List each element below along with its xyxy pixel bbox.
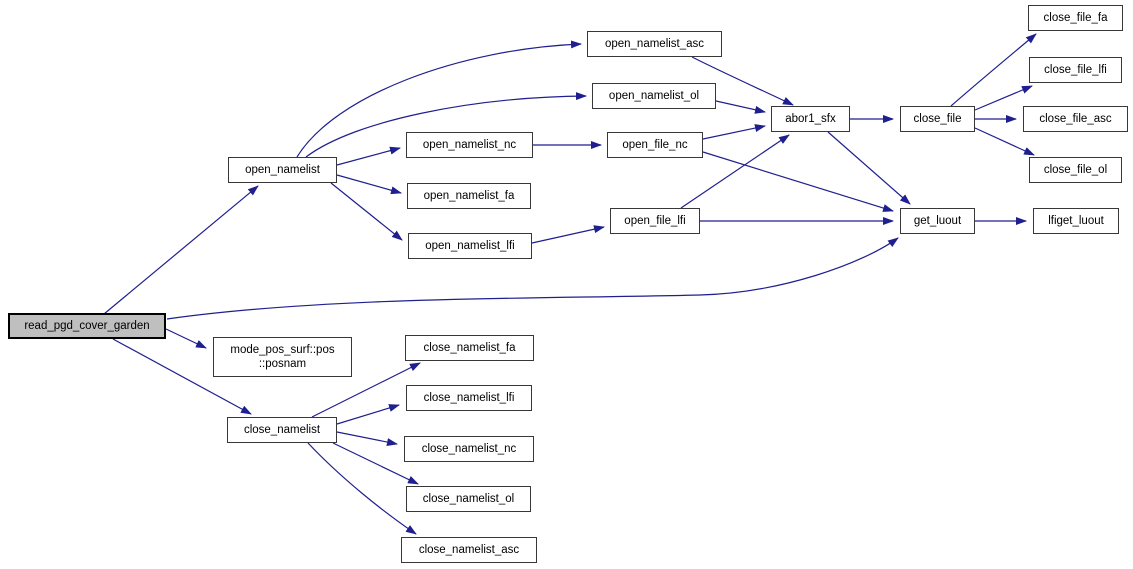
node-close_file_asc[interactable]: close_file_asc [1023, 106, 1128, 132]
node-read_pgd_cover_garden: read_pgd_cover_garden [8, 313, 166, 339]
node-close_namelist_asc[interactable]: close_namelist_asc [401, 537, 537, 563]
edge-open_namelist-to-open_namelist_lfi [330, 182, 403, 241]
node-close_file_lfi[interactable]: close_file_lfi [1029, 57, 1122, 83]
edge-close_file-to-close_file_ol [974, 127, 1035, 156]
node-close_namelist_lfi[interactable]: close_namelist_lfi [406, 385, 532, 411]
edge-open_namelist-to-open_namelist_nc [336, 146, 401, 166]
node-posnam[interactable]: mode_pos_surf::pos ::posnam [213, 337, 352, 377]
edge-close_namelist-to-close_namelist_nc [336, 431, 398, 446]
edge-close_namelist-to-close_namelist_asc [307, 442, 417, 535]
node-close_file_ol[interactable]: close_file_ol [1029, 157, 1122, 183]
node-close_namelist_fa[interactable]: close_namelist_fa [405, 335, 534, 361]
node-open_namelist_lfi[interactable]: open_namelist_lfi [408, 233, 532, 259]
edge-close_file-to-close_file_fa [950, 33, 1037, 107]
edge-read_pgd_cover_garden-to-posnam [165, 328, 207, 349]
node-close_namelist_ol[interactable]: close_namelist_ol [406, 486, 531, 512]
node-close_namelist_nc[interactable]: close_namelist_nc [404, 436, 534, 462]
node-open_file_nc[interactable]: open_file_nc [607, 132, 703, 158]
node-open_file_lfi[interactable]: open_file_lfi [610, 208, 700, 234]
node-open_namelist_nc[interactable]: open_namelist_nc [406, 132, 533, 158]
node-open_namelist[interactable]: open_namelist [228, 157, 337, 183]
node-open_namelist_asc[interactable]: open_namelist_asc [587, 31, 722, 57]
edge-close_namelist-to-close_namelist_lfi [336, 404, 400, 425]
edge-abor1_sfx-to-get_luout [827, 131, 911, 205]
node-close_file_fa[interactable]: close_file_fa [1028, 5, 1123, 31]
node-close_namelist[interactable]: close_namelist [227, 417, 337, 443]
edge-open_file_nc-to-abor1_sfx [702, 124, 766, 140]
node-open_namelist_ol[interactable]: open_namelist_ol [592, 83, 716, 109]
node-open_namelist_fa[interactable]: open_namelist_fa [407, 183, 531, 209]
edge-open_file_nc-to-get_luout [702, 151, 894, 212]
edge-open_namelist-to-open_namelist_fa [336, 174, 402, 195]
node-close_file[interactable]: close_file [900, 106, 975, 132]
edge-open_namelist_ol-to-abor1_sfx [715, 100, 766, 114]
node-abor1_sfx[interactable]: abor1_sfx [771, 106, 850, 132]
edge-open_namelist_lfi-to-open_file_lfi [531, 225, 605, 244]
node-lfiget_luout[interactable]: lfiget_luout [1033, 208, 1119, 234]
edge-read_pgd_cover_garden-to-get_luout [166, 237, 899, 320]
edges-group [103, 33, 1037, 535]
node-get_luout[interactable]: get_luout [900, 208, 975, 234]
edge-read_pgd_cover_garden-to-open_namelist [103, 185, 259, 315]
